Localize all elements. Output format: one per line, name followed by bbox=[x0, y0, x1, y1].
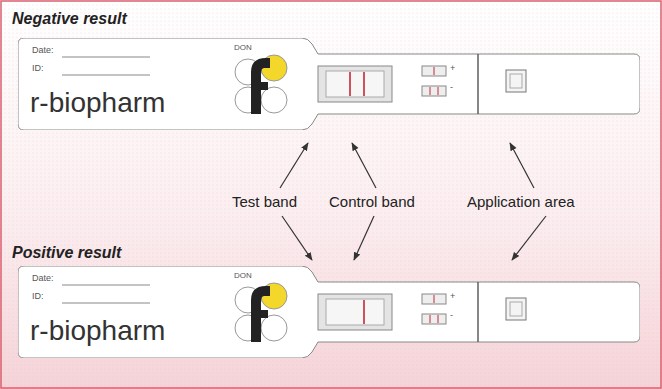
strip-label: + bbox=[450, 64, 455, 74]
brand-logo-text: r-biopharm bbox=[30, 88, 165, 119]
strip-label: - bbox=[450, 311, 453, 321]
strip-label: DON bbox=[234, 44, 252, 53]
test-strip: Date: ID: DON r-biopharm + - bbox=[18, 266, 640, 358]
strip-label: ID: bbox=[32, 64, 44, 74]
strip-label: Date: bbox=[32, 274, 54, 284]
section-heading: Positive result bbox=[12, 244, 121, 262]
strip-label: DON bbox=[234, 272, 252, 281]
part-label: Application area bbox=[467, 194, 575, 211]
test-strip: Date: ID: DON r-biopharm + - bbox=[18, 38, 640, 130]
strip-label: - bbox=[450, 83, 453, 93]
brand-logo-text: r-biopharm bbox=[30, 316, 165, 347]
part-label: Control band bbox=[329, 194, 415, 211]
strip-label: + bbox=[450, 292, 455, 302]
section-heading: Negative result bbox=[12, 10, 127, 28]
part-label: Test band bbox=[232, 194, 297, 211]
strip-label: ID: bbox=[32, 292, 44, 302]
strip-label: Date: bbox=[32, 46, 54, 56]
